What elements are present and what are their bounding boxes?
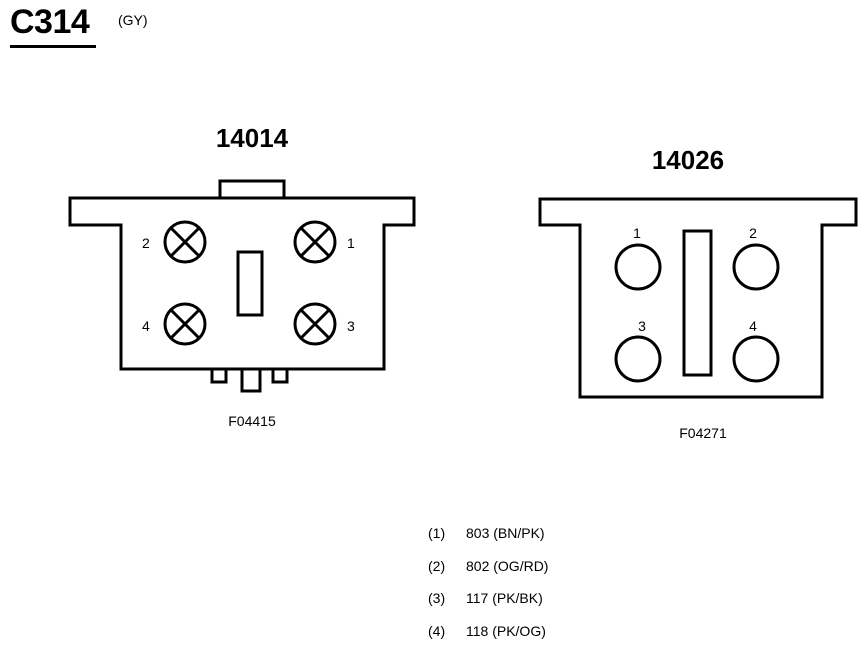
connector-14026-label: 14026: [652, 145, 724, 175]
connector-14026-pin-1: [614, 243, 662, 291]
connector-14026-pin-4: [732, 335, 780, 383]
connector-14014-bottom-tab-left: [210, 367, 228, 384]
connector-14014-pin-1: [293, 220, 337, 264]
connector-14026-pin-4-label: 4: [749, 318, 757, 334]
connector-14014-bottom-tab-right: [271, 367, 289, 384]
connector-14014-ref: F04415: [228, 413, 276, 429]
connector-14026-pin-3: [614, 335, 662, 383]
connector-14014-pin-4-label: 4: [142, 318, 150, 334]
title-underline: [10, 45, 96, 48]
connector-14026-pin-2-label: 2: [749, 225, 757, 241]
connector-14014-housing: [68, 196, 416, 371]
connector-14014-pin-4: [163, 302, 207, 346]
connector-14014-pin-3-label: 3: [347, 318, 355, 334]
legend-wire: 803 (BN/PK): [466, 525, 545, 541]
legend-row: (2) 802 (OG/RD): [428, 555, 548, 588]
connector-14026-pin-1-label: 1: [633, 225, 641, 241]
connector-14014: 14014 1 2 3: [68, 123, 416, 429]
connector-14014-pin-3: [293, 302, 337, 346]
connector-title: C314: [10, 3, 90, 41]
connector-14014-pin-2: [163, 220, 207, 264]
legend-row: (3) 117 (PK/BK): [428, 587, 548, 620]
connector-14026: 14026 1 2 3 4 F04271: [538, 145, 858, 441]
connector-14026-pin-3-label: 3: [638, 318, 646, 334]
connector-14026-pin-2: [732, 243, 780, 291]
legend-row: (1) 803 (BN/PK): [428, 522, 548, 555]
connector-14026-ref: F04271: [679, 425, 727, 441]
connector-14026-center-key: [682, 229, 713, 377]
connector-14014-pin-2-label: 2: [142, 235, 150, 251]
wire-legend: (1) 803 (BN/PK) (2) 802 (OG/RD) (3) 117 (PK…: [428, 522, 548, 653]
legend-wire: 802 (OG/RD): [466, 557, 549, 574]
connector-14014-pin-1-label: 1: [347, 235, 355, 251]
legend-wire: 118 (PK/OG): [466, 623, 546, 640]
legend-pin-number: (2): [428, 557, 446, 574]
legend-pin-number: (1): [428, 525, 446, 541]
legend-pin-number: (3): [428, 590, 446, 607]
connector-color-code: (GY): [118, 12, 148, 28]
legend-pin-number: (4): [428, 623, 446, 640]
connector-14026-housing: [538, 197, 858, 399]
connector-14014-bottom-tab-center: [240, 367, 262, 393]
legend-wire: 117 (PK/BK): [466, 590, 543, 607]
legend-row: (4) 118 (PK/OG): [428, 620, 548, 653]
connector-14014-top-tab: [218, 179, 286, 200]
connector-14014-center-key: [236, 250, 264, 317]
connector-14014-label: 14014: [216, 123, 289, 153]
